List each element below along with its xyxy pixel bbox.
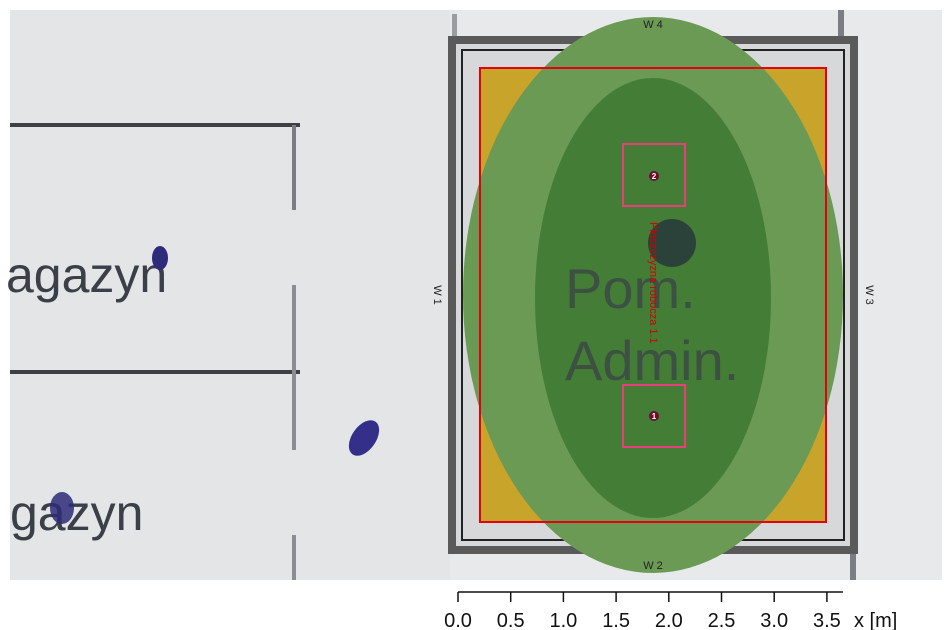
- luminaire-marker: [649, 411, 659, 421]
- plan-wall-line: [838, 10, 844, 42]
- x-scale-tick-label: 2.0: [655, 610, 683, 630]
- luminaire-1[interactable]: 1: [622, 384, 686, 448]
- plan-wall-line: [452, 14, 457, 44]
- plan-wall-line: [850, 545, 856, 580]
- plan-wall-line: [292, 285, 296, 450]
- luminaire-number: 2: [652, 172, 657, 181]
- x-scale-tick-label: 0.0: [444, 610, 472, 630]
- workplane-outline[interactable]: [479, 67, 827, 523]
- luminaire-box[interactable]: [622, 384, 686, 448]
- wall-label-bottom: W 2: [643, 560, 663, 572]
- plan-room-label: agazyn: [6, 247, 167, 303]
- x-scale-tick-label: 3.0: [760, 610, 788, 630]
- luminaire-number: 1: [652, 412, 657, 421]
- plan-wall-line: [292, 535, 296, 580]
- x-scale-tick-label: 2.5: [708, 610, 736, 630]
- luminaire-2[interactable]: 2: [622, 143, 686, 207]
- plan-wall-line: [10, 123, 300, 127]
- x-scale-tick-label: 1.0: [549, 610, 577, 630]
- plan-wall-line: [10, 370, 300, 374]
- plan-room-label: gazyn: [10, 485, 143, 541]
- plan-wall-line: [292, 125, 296, 210]
- plan-room-label-line2: Admin.: [565, 329, 739, 392]
- pen-mark: [348, 420, 380, 456]
- pen-mark: [152, 246, 168, 270]
- plan-room-label-overlay: Pom. Admin.: [565, 257, 739, 392]
- x-scale: x [m] 0.0 0.5 1.0 1.5 2.0 2.5 3.0 3.5: [444, 591, 897, 630]
- luminaire-box[interactable]: [622, 143, 686, 207]
- plan-shade-left: [10, 10, 450, 580]
- workplane-label: Płaszczyzna robocza 1.1: [647, 222, 659, 344]
- wall-label-left: W 1: [431, 285, 443, 305]
- wall-label-right: W 3: [863, 285, 875, 305]
- x-scale-tick-label: 1.5: [602, 610, 630, 630]
- luminaire-marker: [649, 171, 659, 181]
- isoline-high: [535, 78, 771, 518]
- x-scale-unit: x [m]: [854, 610, 897, 630]
- wall-label-top: W 4: [643, 19, 663, 31]
- floor-plan-lines: [10, 10, 856, 580]
- pen-mark: [648, 219, 696, 267]
- x-scale-tick-label: 0.5: [497, 610, 525, 630]
- plan-room-label-line1: Pom.: [565, 257, 696, 320]
- x-scale-tick-label: 3.5: [813, 610, 841, 630]
- pen-mark: [50, 492, 74, 524]
